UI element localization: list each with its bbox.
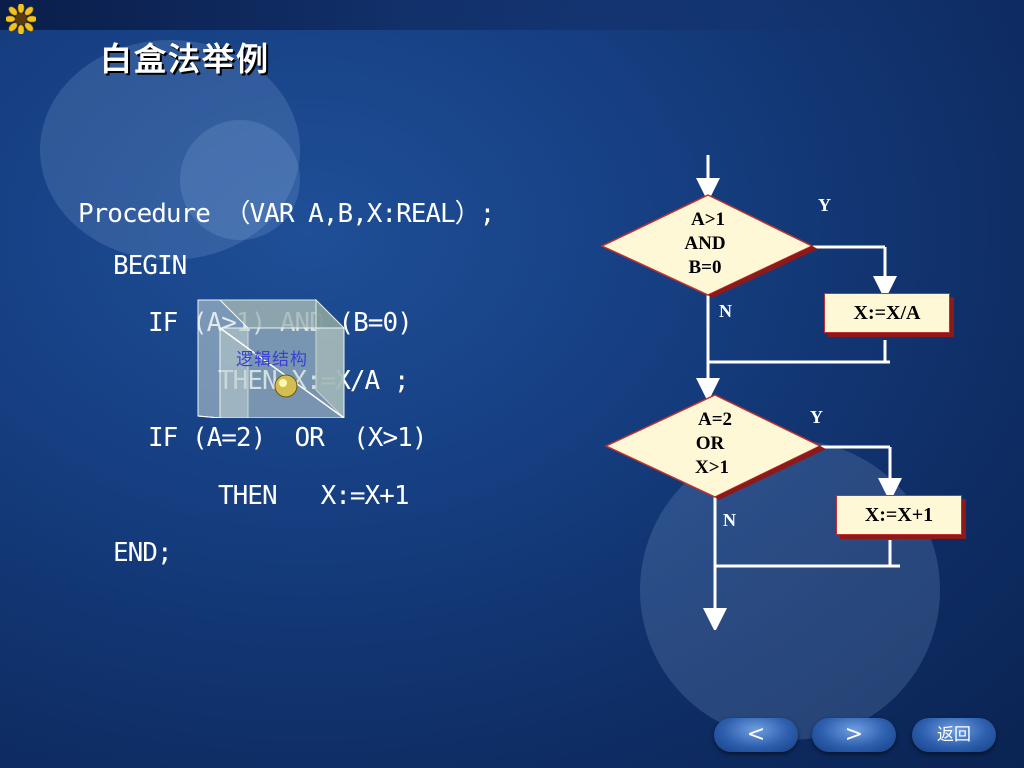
logic-structure-box[interactable] [196,298,346,418]
decision-1-yes-label: Y [818,195,831,215]
slide-title: 白盒法举例 [100,40,271,78]
decision-2-line-1: A=2 [697,409,733,430]
sunflower-icon [6,4,36,34]
prev-button[interactable]: < [714,718,798,752]
code-line-if-2: IF (A=2) OR (X>1) [148,423,427,453]
code-line-procedure: Procedure （VAR A,B,X:REAL）; [78,199,495,229]
process-box-2: X:=X+1 [836,495,962,535]
home-button[interactable]: 返回 [912,718,996,752]
process-box-1: X:=X/A [824,293,950,333]
flowchart [600,155,902,630]
logic-structure-label: 逻辑结构 [236,350,308,370]
next-button[interactable]: > [812,718,896,752]
code-line-then-2: THEN X:=X+1 [218,481,409,511]
background-flower-small [180,120,300,240]
top-bar [0,0,1024,30]
code-line-begin: BEGIN [113,251,187,281]
code-line-end: END; [113,538,173,568]
decision-2-line-2: OR [695,433,725,454]
decision-1-line-3: B=0 [688,257,722,278]
background-flower-left [40,40,300,260]
decision-1-line-1: A>1 [690,209,726,230]
decision-2-yes-label: Y [810,407,823,427]
decision-1-line-2: AND [684,233,726,254]
decision-2-line-3: X>1 [694,457,730,478]
decision-1-no-label: N [719,301,732,321]
decision-2-no-label: N [723,510,736,530]
